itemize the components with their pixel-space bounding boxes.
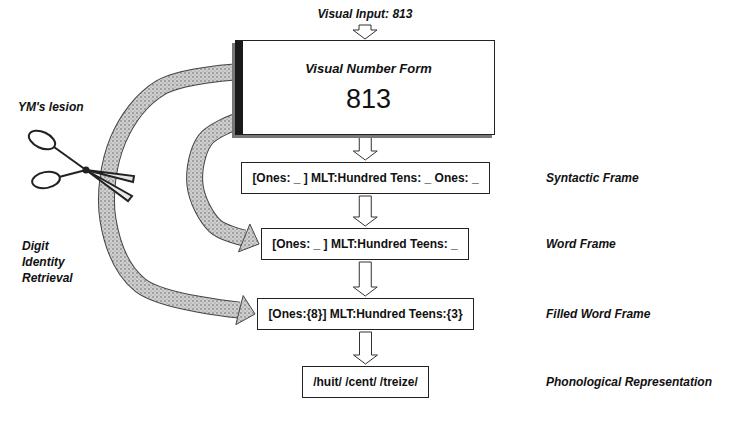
input-arrow [353, 25, 377, 39]
frame-box: [Ones: _ ] MLT:Hundred Tens: _ Ones: _Sy… [241, 162, 490, 194]
lesion-label: YM's lesion [18, 100, 108, 114]
flow-arrow [353, 196, 377, 226]
scissors-symbol [26, 127, 134, 201]
block-arrow [353, 196, 377, 226]
frame-text: /huit/ /cent/ /treize/ [313, 375, 418, 389]
frame-box: [Ones: _ ] MLT:Hundred Teens: _Word Fram… [261, 228, 469, 260]
box-title: Visual Number Form [305, 61, 432, 76]
block-arrow [353, 262, 377, 296]
frame-text: [Ones: _ ] MLT:Hundred Teens: _ [272, 237, 458, 251]
arrow-head [236, 296, 255, 325]
arrow-head [239, 224, 259, 252]
stage-label: Word Frame [546, 237, 616, 251]
arrow-shaft [106, 72, 239, 310]
frame-box: /huit/ /cent/ /treize/Phonological Repre… [302, 366, 429, 398]
input-label: Visual Input: 813 [0, 7, 730, 21]
stage-label: Filled Word Frame [546, 307, 650, 321]
frame-box: [Ones:{8}] MLT:Hundred Teens:{3}Filled W… [257, 298, 474, 330]
flow-arrow [354, 332, 378, 364]
arrow-shaft [195, 122, 245, 238]
frame-text: [Ones:{8}] MLT:Hundred Teens:{3} [268, 307, 462, 321]
arrow-outline [106, 72, 239, 310]
number-text: 813 [346, 84, 391, 115]
arrow-outline [195, 122, 245, 238]
stage-label: Phonological Representation [546, 375, 712, 389]
visual-form-box: Visual Number Form 813 [235, 40, 495, 135]
pathway-label: Digit Identity Retrieval [22, 238, 94, 286]
stage-label: Syntactic Frame [546, 171, 639, 185]
flow-arrow [353, 262, 377, 296]
block-arrow [353, 137, 377, 160]
block-arrow [354, 332, 378, 364]
flow-arrow [353, 137, 377, 160]
frame-text: [Ones: _ ] MLT:Hundred Tens: _ Ones: _ [252, 171, 478, 185]
